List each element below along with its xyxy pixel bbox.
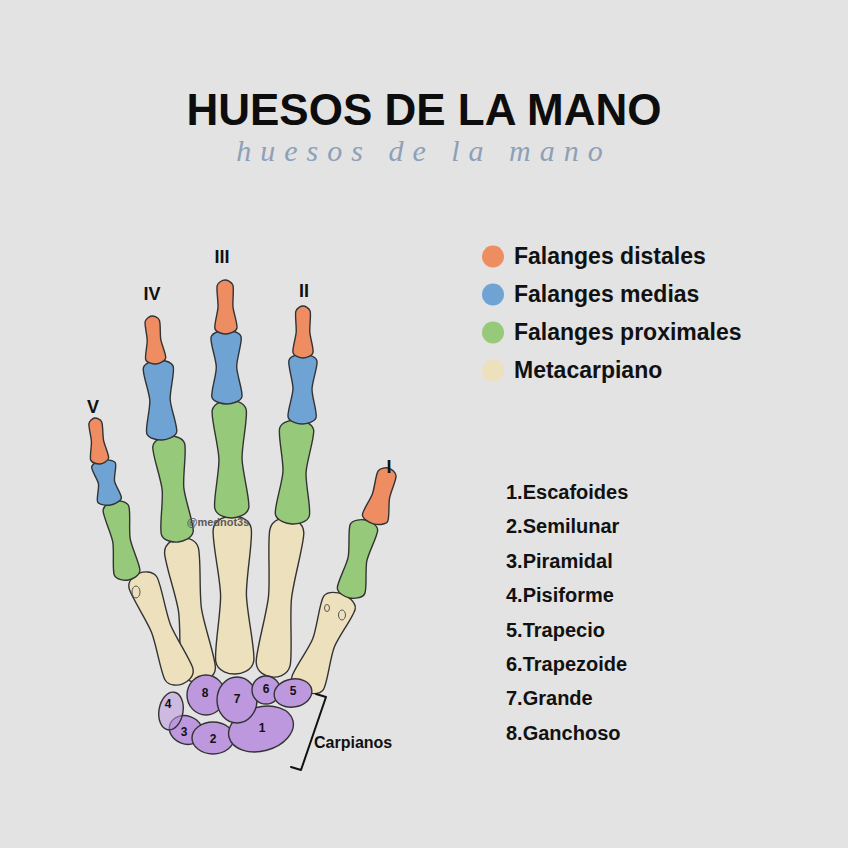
callout-number: 6 — [263, 683, 270, 696]
bone — [336, 517, 380, 601]
legend-text: Falanges medias — [514, 281, 699, 308]
bone — [211, 330, 242, 404]
bone — [293, 306, 313, 358]
callout-number: 7 — [234, 693, 241, 706]
carpal-bone — [272, 676, 314, 710]
title: HUESOS DE LA MANO — [186, 86, 661, 134]
bone — [255, 516, 306, 679]
sesamoid — [132, 586, 140, 598]
sesamoid — [339, 610, 346, 620]
bone — [142, 315, 167, 365]
list-item: 4.Pisiforme — [506, 584, 614, 606]
bone — [86, 417, 110, 465]
bone — [91, 458, 123, 507]
callout-number: 5 — [290, 685, 297, 698]
legend-row: Falanges proximales — [482, 319, 742, 346]
legend-swatch — [482, 359, 504, 381]
legend-swatch — [482, 245, 504, 267]
bone — [361, 465, 402, 528]
legend-text: Metacarpiano — [514, 357, 662, 384]
legend-swatch — [482, 283, 504, 305]
list-item: 1.Escafoides — [506, 481, 628, 503]
carpal-bone — [192, 722, 234, 754]
list-item: 5.Trapecio — [506, 619, 605, 641]
finger-numeral: II — [299, 282, 309, 302]
callout-number: 8 — [202, 687, 209, 700]
sesamoid — [325, 605, 330, 612]
bone — [275, 419, 315, 525]
legend-row: Falanges distales — [482, 243, 706, 270]
legend-row: Metacarpiano — [482, 357, 662, 384]
finger-numeral: I — [386, 458, 391, 478]
legend-swatch — [482, 321, 504, 343]
finger-numeral: IV — [143, 285, 160, 305]
legend-row: Falanges medias — [482, 281, 699, 308]
bone — [102, 499, 142, 582]
watermark: @mednot3s — [187, 516, 250, 528]
bone — [288, 354, 317, 424]
bone — [125, 568, 197, 690]
list-item: 8.Ganchoso — [506, 722, 620, 744]
callout-number: 1 — [259, 722, 266, 735]
list-item: 3.Piramidal — [506, 550, 613, 572]
bone — [213, 516, 255, 675]
legend-text: Falanges proximales — [514, 319, 742, 346]
finger-numeral: V — [87, 398, 99, 418]
bone — [212, 400, 250, 519]
group-label: Carpianos — [314, 734, 392, 752]
callout-number: 3 — [181, 726, 188, 739]
list-item: 6.Trapezoide — [506, 653, 627, 675]
list-item: 2.Semilunar — [506, 515, 619, 537]
callout-number: 4 — [165, 698, 172, 711]
bracket — [291, 694, 326, 770]
finger-numeral: III — [214, 248, 229, 268]
list-item: 7.Grande — [506, 687, 593, 709]
bone — [214, 280, 237, 334]
bone — [143, 359, 178, 441]
callout-number: 2 — [210, 733, 217, 746]
subtitle: huesos de la mano — [236, 134, 611, 167]
legend-text: Falanges distales — [514, 243, 706, 270]
carpal-bone — [217, 677, 257, 723]
